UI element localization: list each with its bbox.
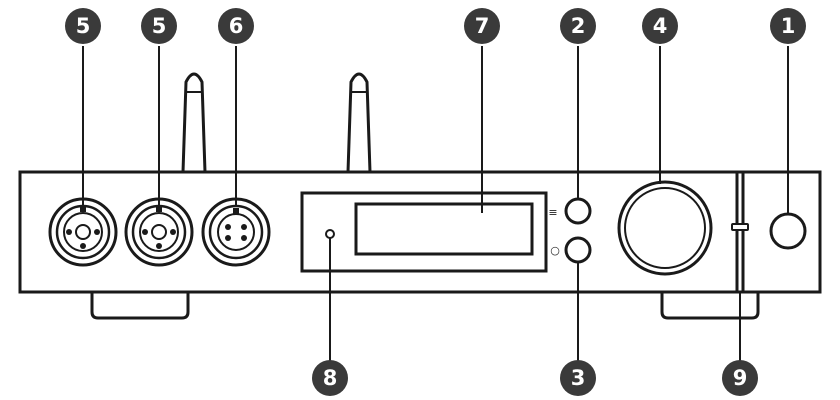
volume-knob[interactable]	[617, 180, 713, 276]
combo-jack-left[interactable]	[48, 197, 118, 267]
callout-4: 4	[642, 8, 678, 44]
svg-text:5: 5	[152, 14, 167, 38]
select-button[interactable]	[564, 236, 592, 264]
callout-1: 1	[770, 8, 806, 44]
leader-lines	[82, 46, 789, 363]
callout-6: 6	[218, 8, 254, 44]
svg-text:7: 7	[475, 14, 490, 38]
ir-sensor	[325, 229, 335, 239]
callout-8: 8	[312, 360, 348, 396]
menu-button[interactable]	[564, 197, 592, 225]
display-screen	[354, 202, 534, 256]
callout-5a: 5	[65, 8, 101, 44]
circle-icon: ○	[550, 244, 560, 257]
antenna-right	[346, 72, 372, 174]
svg-text:3: 3	[571, 366, 586, 390]
antenna-left	[181, 72, 207, 174]
svg-text:5: 5	[76, 14, 91, 38]
callout-5b: 5	[141, 8, 177, 44]
xlr-connector[interactable]	[201, 197, 271, 267]
menu-icon: ≡	[548, 206, 557, 219]
combo-jack-right[interactable]	[124, 197, 194, 267]
svg-text:1: 1	[781, 14, 796, 38]
foot-left	[90, 290, 190, 320]
svg-text:4: 4	[653, 14, 668, 38]
svg-text:6: 6	[229, 14, 244, 38]
callout-7: 7	[464, 8, 500, 44]
svg-text:9: 9	[733, 366, 748, 390]
slider[interactable]	[731, 172, 749, 292]
callout-2: 2	[560, 8, 596, 44]
svg-text:2: 2	[571, 14, 586, 38]
foot-right	[660, 290, 760, 320]
callout-9: 9	[722, 360, 758, 396]
power-button[interactable]	[769, 212, 807, 250]
svg-text:8: 8	[323, 366, 338, 390]
callout-3: 3	[560, 360, 596, 396]
